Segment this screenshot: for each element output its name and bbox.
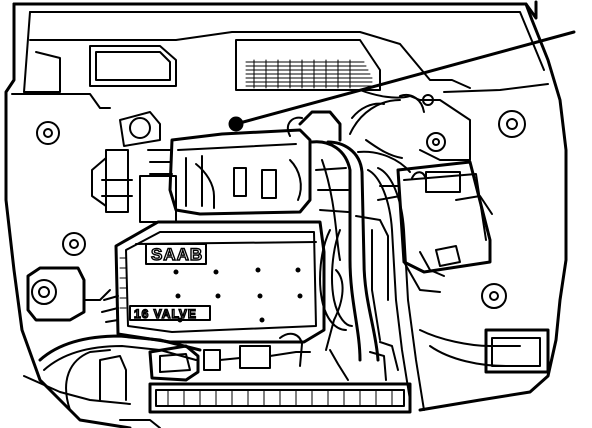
- strut-tower-right-icon: [419, 99, 526, 309]
- indicator-dot-icon: [228, 116, 244, 132]
- radiator-icon: [148, 382, 412, 414]
- brand-marking: SAAB: [151, 245, 203, 264]
- lower-wiring: [23, 328, 550, 428]
- strut-tower-left-icon: [36, 121, 86, 256]
- washer-reservoir-icon: [26, 266, 111, 322]
- battery-icon: [377, 160, 492, 293]
- engine-cam-cover: SAAB 16 VALVE: [101, 220, 326, 344]
- body-outline: [4, 0, 568, 428]
- upper-right-wiring: [351, 94, 493, 215]
- valve-marking: 16 VALVE: [134, 307, 197, 321]
- leader-line-icon: [234, 30, 576, 126]
- intake-manifold: [91, 111, 312, 223]
